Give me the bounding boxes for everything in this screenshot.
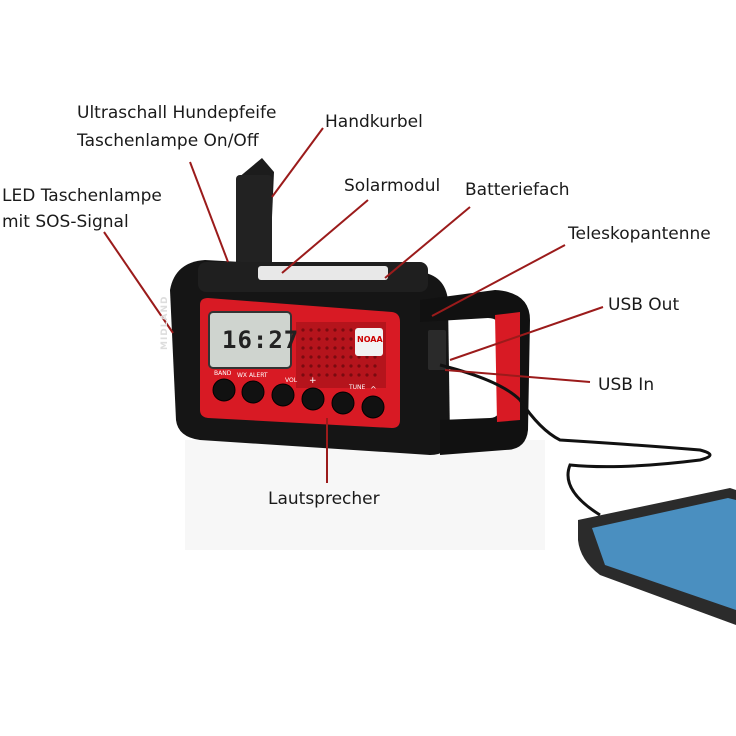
- noaa-text: NOAA: [357, 335, 383, 344]
- leader-solarmodul: [281, 199, 369, 274]
- button-label-wx: WX ALERT: [237, 372, 268, 379]
- usb-ports: [428, 330, 446, 370]
- noaa-badge: [355, 328, 383, 356]
- label-batteriefach: Batteriefach: [465, 180, 570, 200]
- lcd-display: [208, 311, 292, 369]
- brand-logo-text: MIDLAND: [160, 295, 170, 350]
- label-teleskopantenne: Teleskopantenne: [568, 224, 711, 244]
- label-handkurbel: Handkurbel: [325, 112, 423, 132]
- label-solarmodul: Solarmodul: [344, 176, 441, 196]
- leader-batteriefach: [384, 206, 471, 279]
- button-row: [212, 378, 385, 419]
- button-label-vol: VOL: [285, 377, 298, 384]
- button-label-up: ^: [370, 385, 377, 394]
- leader-usb-out: [449, 306, 604, 361]
- label-usb-out: USB Out: [608, 295, 680, 315]
- hand-crank: [236, 158, 274, 267]
- leader-handkurbel: [271, 127, 324, 198]
- button-label-band: BAND: [214, 370, 232, 377]
- usb-cable: [439, 363, 712, 517]
- label-taschenlampe-onoff: Taschenlampe On/Off: [77, 131, 259, 151]
- leader-lines: [103, 127, 604, 483]
- label-usb-in: USB In: [598, 375, 655, 395]
- leader-ultraschall: [189, 161, 229, 263]
- leader-led: [103, 231, 174, 334]
- leader-teleskopantenne: [431, 244, 566, 317]
- reflection: [185, 440, 545, 550]
- label-led-taschenlampe: LED Taschenlampe: [2, 186, 162, 206]
- label-lautsprecher: Lautsprecher: [268, 489, 380, 509]
- side-handle: [495, 312, 520, 422]
- smartphone: [578, 488, 736, 625]
- button-label-plus: +: [309, 376, 317, 386]
- solar-panel: [258, 266, 388, 280]
- label-sos-signal: mit SOS-Signal: [2, 212, 129, 232]
- button-label-tune: TUNE: [349, 384, 366, 391]
- lcd-time: 16:27: [222, 326, 300, 354]
- leader-usb-in: [444, 369, 591, 383]
- radio-body: [170, 260, 530, 455]
- label-ultraschall-hundepfeife: Ultraschall Hundepfeife: [77, 103, 277, 123]
